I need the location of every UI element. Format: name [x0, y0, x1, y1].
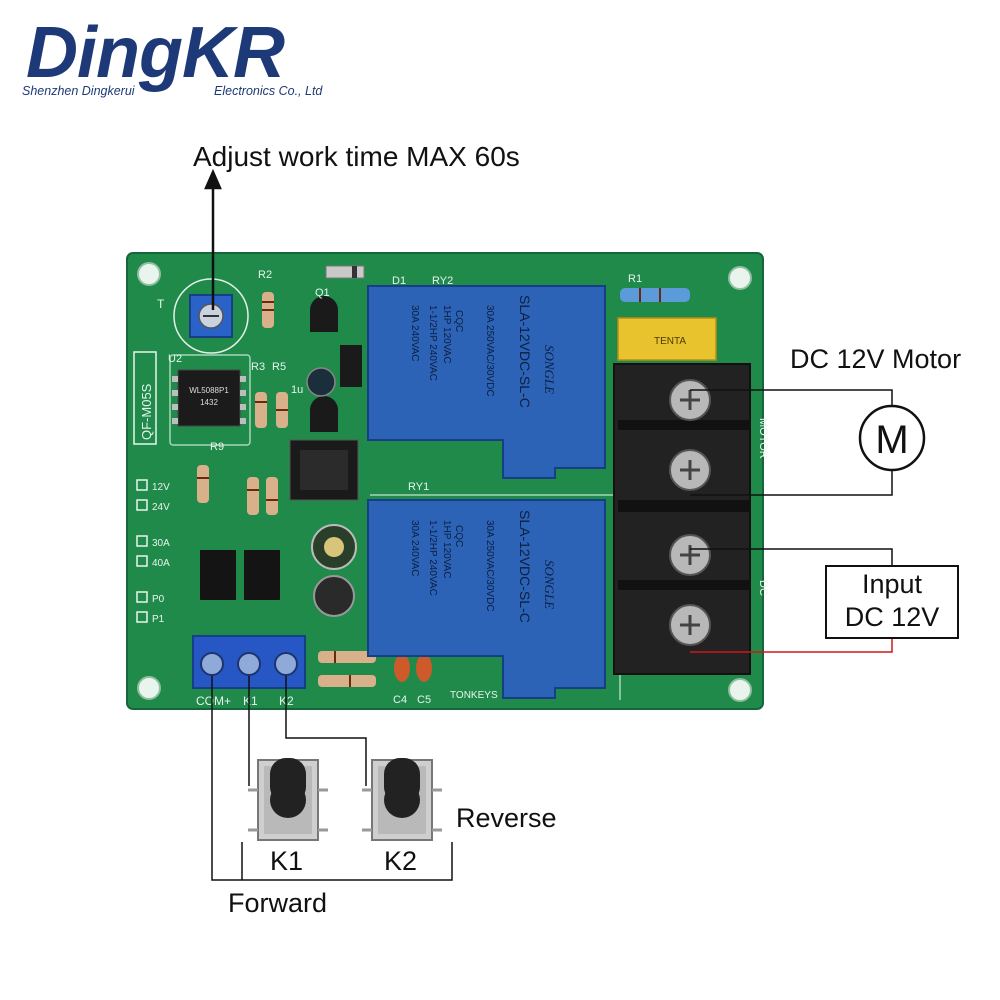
optocouplers [200, 550, 280, 600]
pushbutton-k2 [362, 758, 442, 841]
ic-marking-line1: WL5088P1 [189, 386, 229, 395]
film-capacitor: TENTA [617, 317, 717, 361]
relay-ry2: SLA-12VDC-SL-C SONGLE 30A 250VAC/30VDC 1… [367, 285, 606, 479]
input-label-line1: Input [861, 569, 923, 599]
ic-u2: WL5088P1 1432 [172, 369, 246, 427]
silk-r2: R2 [258, 269, 272, 281]
trimmer-potentiometer [173, 278, 249, 354]
power-terminal-block [613, 363, 751, 675]
logo-subtitle-left: Shenzhen Dingkerui [22, 84, 135, 98]
jumper-pads [136, 479, 148, 623]
relay-ry2-cert: CQC [453, 310, 464, 332]
ic-marking-line2: 1432 [200, 398, 218, 407]
logo-wordmark: DingKR [26, 13, 285, 93]
button-wiring [211, 676, 453, 881]
relay-ry2-rating: 30A 250VAC/30VDC [484, 305, 495, 397]
resistors [197, 288, 690, 687]
pin-label-k1: K1 [243, 694, 258, 708]
motor-label: DC 12V Motor [790, 344, 962, 374]
pushbutton-k1 [248, 758, 328, 841]
silk-brand: TONKEYS [450, 690, 498, 701]
logo-subtitle-right: Electronics Co., Ltd [214, 84, 323, 98]
input-box [825, 565, 959, 639]
input-label-line2: DC 12V [844, 602, 940, 632]
relay-ry2-amps: 30A 240VAC [409, 305, 420, 362]
silk-q1: Q1 [315, 287, 330, 299]
silk-ry2: RY2 [432, 275, 453, 287]
relay-ry2-brand: SONGLE [542, 345, 557, 394]
motor-symbol-letter: M [875, 418, 908, 462]
relay-ry2-hp1: 1HP 120VAC [441, 305, 452, 364]
silk-t: T [157, 297, 165, 311]
silk-1u: 1u [291, 384, 303, 396]
transistors [310, 296, 362, 432]
relay-ry1-model: SLA-12VDC-SL-C [517, 510, 533, 623]
silk-p0: P0 [152, 594, 165, 605]
k1-label: K1 [270, 846, 304, 876]
adjust-arrow [204, 168, 222, 310]
silk-c5: C5 [417, 694, 431, 706]
silk-c4: C4 [393, 694, 407, 706]
relay-ry1-amps: 30A 240VAC [409, 520, 420, 577]
forward-label: Forward [228, 888, 328, 918]
relay-ry1-rating: 30A 250VAC/30VDC [484, 520, 495, 612]
relay-ry1-hp1: 1HP 120VAC [441, 520, 452, 579]
adjust-time-label: Adjust work time MAX 60s [193, 141, 520, 172]
terminal-motor-label: MOTOR [757, 418, 769, 459]
silk-r1: R1 [628, 273, 642, 285]
silk-p1: P1 [152, 614, 165, 625]
motor-symbol: M [858, 404, 926, 472]
silk-r3: R3 [251, 361, 265, 373]
pin-label-com: COM+ [196, 694, 231, 708]
board-model-label: QF-M05S [133, 351, 157, 445]
k2-label: K2 [384, 846, 418, 876]
silk-r9: R9 [210, 441, 224, 453]
silk-r5: R5 [272, 361, 286, 373]
dingkr-logo: DingKR Shenzhen Dingkerui Electronics Co… [18, 13, 398, 108]
motor-wiring [690, 389, 893, 496]
terminal-dc-label: DC [757, 580, 769, 596]
film-capacitor-label: TENTA [654, 336, 686, 347]
control-pin-labels: COM+ K1 K2 [196, 694, 294, 708]
silk-30a: 30A [152, 538, 170, 549]
silk-d1: D1 [392, 275, 406, 287]
board-model-text: QF-M05S [139, 383, 154, 440]
relay-ry1-cert: CQC [453, 525, 464, 547]
ceramic-capacitors [394, 654, 432, 682]
silk-12v: 12V [152, 482, 170, 493]
input-wiring [690, 548, 893, 653]
relay-ry2-hp2: 1-1/2HP 240VAC [427, 305, 438, 381]
relay-ry1-hp2: 1-1/2HP 240VAC [427, 520, 438, 596]
relay-ry1-brand: SONGLE [542, 560, 557, 609]
silk-ry1: RY1 [408, 481, 429, 493]
relay-ry2-model: SLA-12VDC-SL-C [517, 295, 533, 408]
silk-24v: 24V [152, 502, 170, 513]
voltage-regulator [289, 439, 359, 501]
electrolytic-capacitors [306, 367, 357, 617]
reverse-label: Reverse [456, 803, 557, 833]
diode-d1 [325, 265, 365, 279]
silk-u2: U2 [168, 353, 182, 365]
mounting-holes [137, 262, 752, 702]
silk-40a: 40A [152, 558, 170, 569]
relay-ry1: SLA-12VDC-SL-C SONGLE 30A 250VAC/30VDC 1… [367, 499, 606, 699]
